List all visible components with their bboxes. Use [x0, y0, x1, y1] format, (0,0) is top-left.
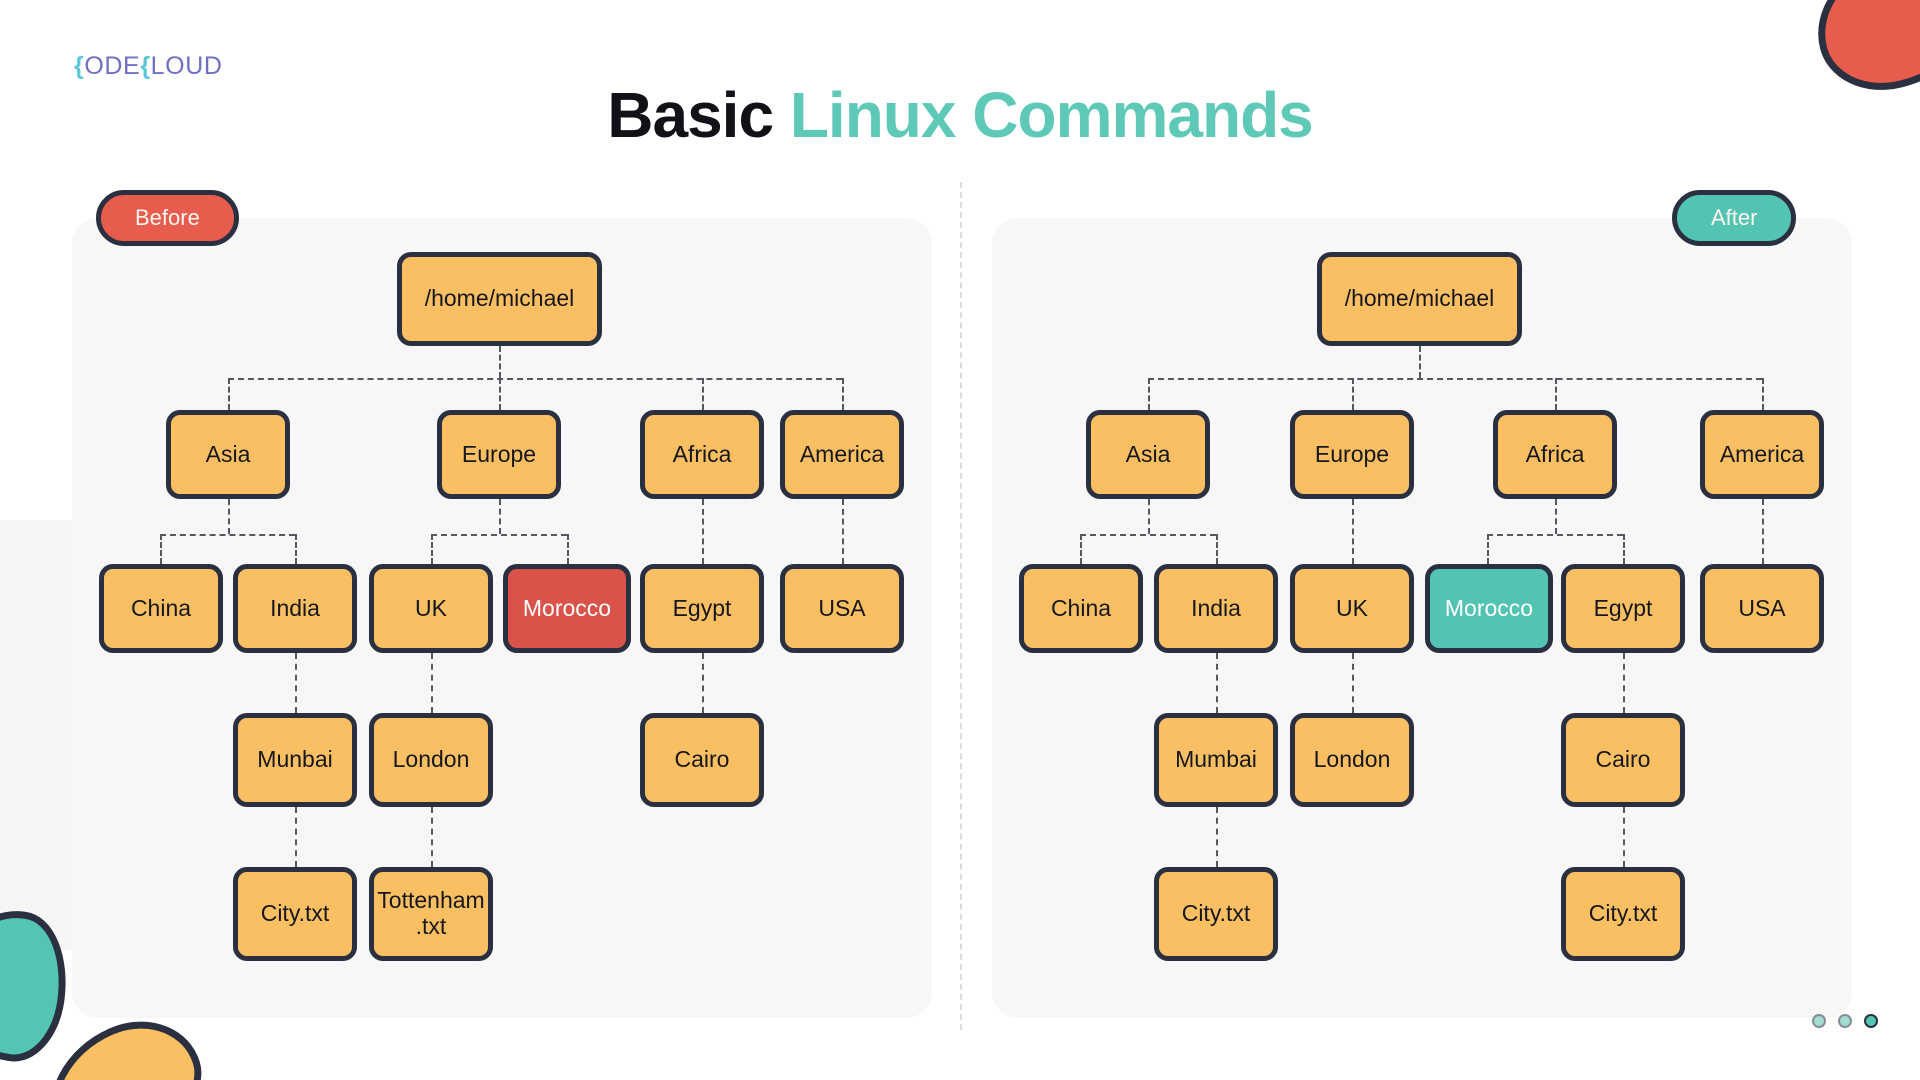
node-london-after[interactable]: London: [1290, 713, 1414, 807]
connector: [295, 807, 297, 867]
connector: [842, 378, 844, 410]
connector: [1080, 534, 1216, 536]
node-cairo-before[interactable]: Cairo: [640, 713, 764, 807]
connector: [1352, 378, 1354, 410]
connector: [702, 499, 704, 564]
node-china-before[interactable]: China: [99, 564, 223, 653]
connector: [1148, 378, 1150, 410]
connector: [702, 653, 704, 713]
connector: [1555, 378, 1557, 410]
connector: [1080, 534, 1082, 564]
node-india-after[interactable]: India: [1154, 564, 1278, 653]
node-china-after[interactable]: China: [1019, 564, 1143, 653]
connector: [160, 534, 295, 536]
pagination-dot-1[interactable]: [1812, 1014, 1826, 1028]
node-root-before[interactable]: /home/michael: [397, 252, 602, 346]
connector: [1623, 807, 1625, 867]
node-africa-before[interactable]: Africa: [640, 410, 764, 499]
node-city-txt-egypt-after[interactable]: City.txt: [1561, 867, 1685, 961]
node-munbai-before[interactable]: Munbai: [233, 713, 357, 807]
logo-word-kode: ODE: [84, 52, 141, 80]
connector: [160, 534, 162, 564]
node-morocco-before[interactable]: Morocco: [503, 564, 631, 653]
pagination-dots[interactable]: [1812, 1014, 1878, 1028]
connector: [702, 378, 704, 410]
node-asia-after[interactable]: Asia: [1086, 410, 1210, 499]
node-egypt-after[interactable]: Egypt: [1561, 564, 1685, 653]
page-title: Basic Linux Commands: [0, 78, 1920, 152]
node-uk-after[interactable]: UK: [1290, 564, 1414, 653]
connector: [1148, 499, 1150, 534]
node-usa-after[interactable]: USA: [1700, 564, 1824, 653]
connector: [431, 534, 433, 564]
connector: [1148, 378, 1762, 380]
connector: [1762, 499, 1764, 564]
connector: [228, 378, 842, 380]
connector: [1487, 534, 1623, 536]
connector: [1487, 534, 1489, 564]
pagination-dot-2[interactable]: [1838, 1014, 1852, 1028]
badge-after: After: [1672, 190, 1797, 246]
connector: [295, 534, 297, 564]
connector: [567, 534, 569, 564]
node-america-after[interactable]: America: [1700, 410, 1824, 499]
connector: [431, 534, 567, 536]
node-asia-before[interactable]: Asia: [166, 410, 290, 499]
connector: [499, 346, 501, 378]
connector: [1216, 653, 1218, 713]
node-europe-before[interactable]: Europe: [437, 410, 561, 499]
panel-divider: [960, 182, 962, 1030]
node-city-txt-before[interactable]: City.txt: [233, 867, 357, 961]
node-uk-before[interactable]: UK: [369, 564, 493, 653]
node-america-before[interactable]: America: [780, 410, 904, 499]
page-title-part-2: Linux Commands: [789, 79, 1314, 151]
connector: [431, 807, 433, 867]
badge-before: Before: [96, 190, 239, 246]
connector: [295, 653, 297, 713]
node-morocco-after[interactable]: Morocco: [1425, 564, 1553, 653]
node-usa-before[interactable]: USA: [780, 564, 904, 653]
node-europe-after[interactable]: Europe: [1290, 410, 1414, 499]
node-london-before[interactable]: London: [369, 713, 493, 807]
connector: [1216, 534, 1218, 564]
node-city-txt-india-after[interactable]: City.txt: [1154, 867, 1278, 961]
connector: [228, 378, 230, 410]
connector: [431, 653, 433, 713]
connector: [228, 499, 230, 534]
connector: [1623, 534, 1625, 564]
connector: [499, 499, 501, 534]
connector: [1419, 346, 1421, 378]
pagination-dot-3[interactable]: [1864, 1014, 1878, 1028]
connector: [1352, 653, 1354, 713]
connector: [1623, 653, 1625, 713]
logo-bracket-2: {: [140, 52, 151, 80]
connector: [1216, 807, 1218, 867]
node-africa-after[interactable]: Africa: [1493, 410, 1617, 499]
connector: [1352, 499, 1354, 564]
node-root-after[interactable]: /home/michael: [1317, 252, 1522, 346]
node-cairo-after[interactable]: Cairo: [1561, 713, 1685, 807]
logo-bracket-1: {: [74, 52, 85, 80]
connector: [842, 499, 844, 564]
node-egypt-before[interactable]: Egypt: [640, 564, 764, 653]
kodekloud-logo: {ODE{LOUD: [74, 52, 223, 81]
node-mumbai-after[interactable]: Mumbai: [1154, 713, 1278, 807]
page-title-part-1: Basic: [607, 79, 790, 151]
connector: [1762, 378, 1764, 410]
connector: [499, 378, 501, 410]
node-tottenham-txt-before[interactable]: Tottenham .txt: [369, 867, 493, 961]
logo-word-kloud: LOUD: [150, 52, 223, 80]
connector: [1555, 499, 1557, 534]
node-india-before[interactable]: India: [233, 564, 357, 653]
